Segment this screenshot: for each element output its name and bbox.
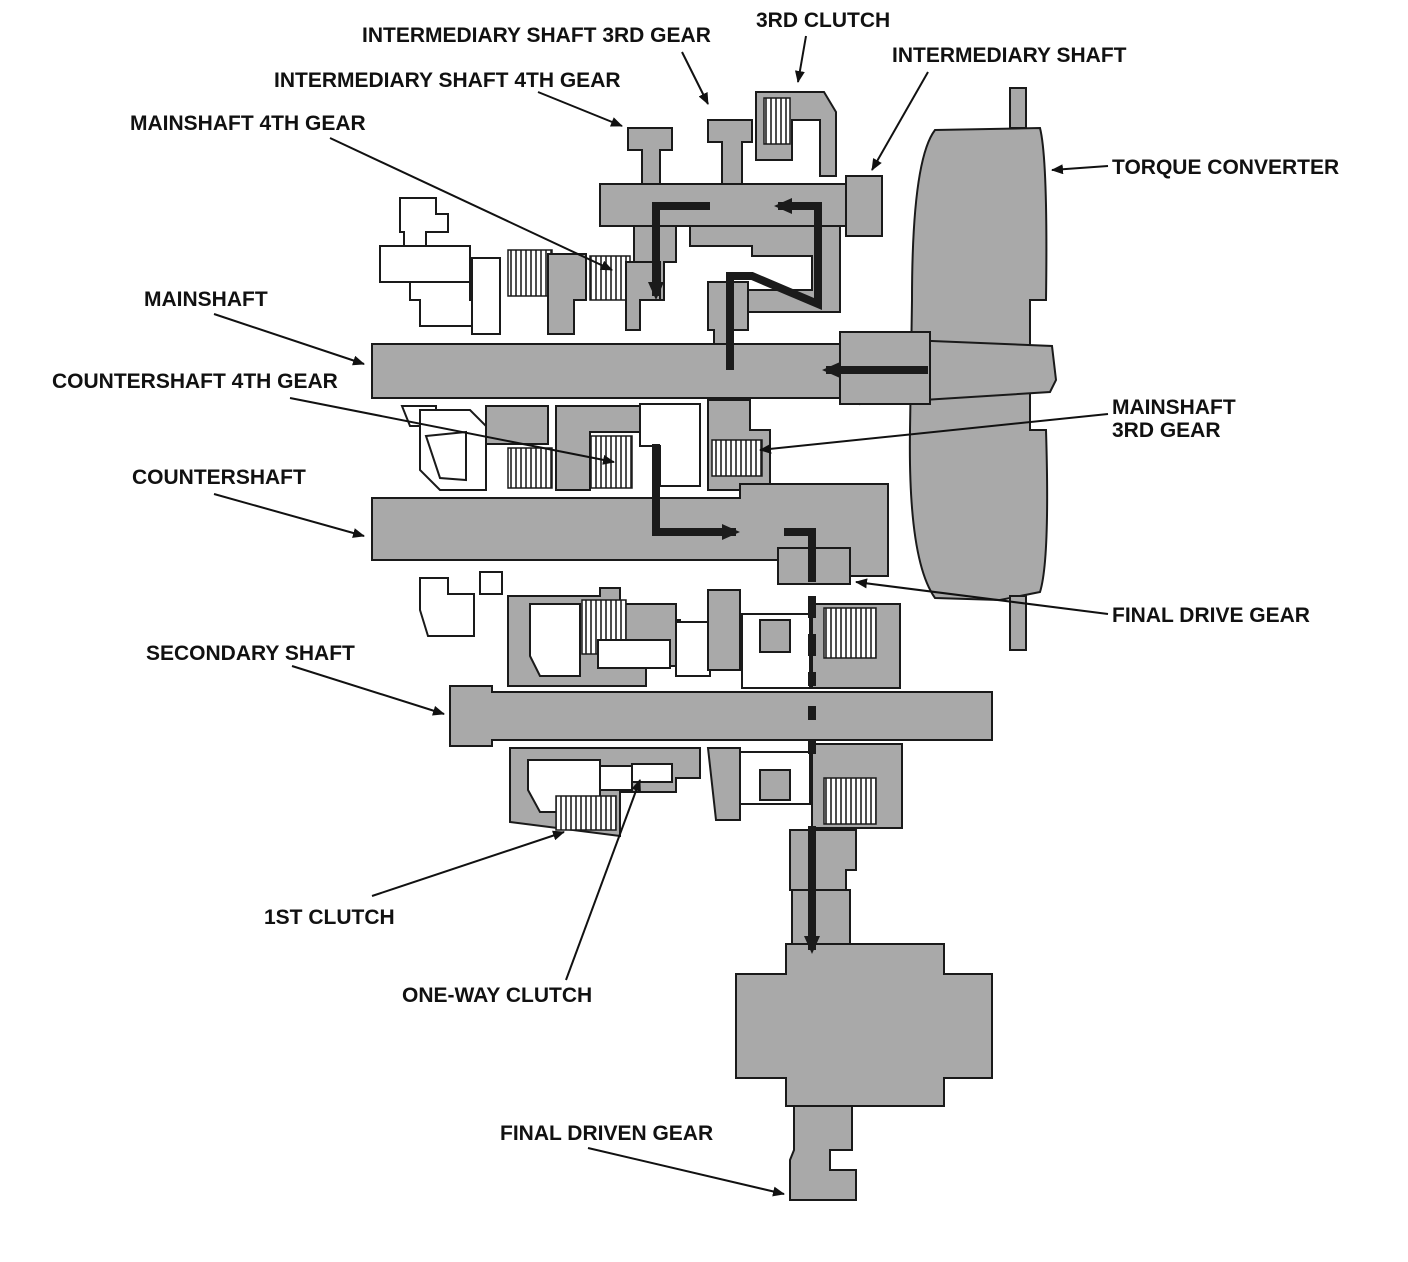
label-torque-converter: TORQUE CONVERTER (1112, 156, 1339, 179)
label-1st-clutch: 1ST CLUTCH (264, 906, 395, 929)
label-intermediary-shaft-4th-gear: INTERMEDIARY SHAFT 4TH GEAR (274, 69, 621, 92)
leader-lines (213, 35, 1109, 1197)
label-mainshaft-3rd-gear-line2: 3RD GEAR (1112, 419, 1221, 442)
label-countershaft: COUNTERSHAFT (132, 466, 306, 489)
label-mainshaft: MAINSHAFT (144, 288, 268, 311)
label-intermediary-shaft-3rd-gear: INTERMEDIARY SHAFT 3RD GEAR (362, 24, 711, 47)
label-one-way-clutch: ONE-WAY CLUTCH (402, 984, 592, 1007)
mainshaft-assembly (371, 197, 1058, 406)
secondary-shaft-assembly (449, 587, 993, 838)
differential-assembly (735, 829, 993, 1201)
label-3rd-clutch: 3RD CLUTCH (756, 9, 890, 32)
power-flow-path (648, 198, 928, 954)
label-mainshaft-4th-gear: MAINSHAFT 4TH GEAR (130, 112, 366, 135)
label-final-drive-gear: FINAL DRIVE GEAR (1112, 604, 1310, 627)
label-secondary-shaft: SECONDARY SHAFT (146, 642, 355, 665)
label-final-driven-gear: FINAL DRIVEN GEAR (500, 1122, 713, 1145)
countershaft-assembly (371, 399, 889, 637)
label-mainshaft-3rd-gear-line1: MAINSHAFT (1112, 396, 1236, 419)
intermediary-shaft-assembly (599, 91, 883, 361)
label-intermediary-shaft: INTERMEDIARY SHAFT (892, 44, 1127, 67)
label-countershaft-4th-gear: COUNTERSHAFT 4TH GEAR (52, 370, 338, 393)
